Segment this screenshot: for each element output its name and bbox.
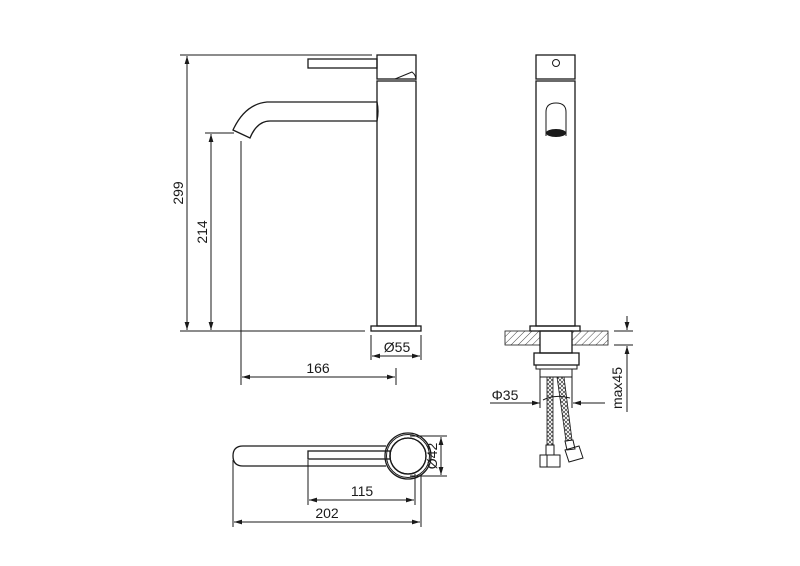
- countertop: [504, 330, 541, 346]
- top-view: Ø42 115 202: [232, 432, 447, 527]
- faucet-cap: [376, 54, 417, 80]
- faucet-base: [370, 325, 422, 332]
- supply-hose-right: [556, 376, 573, 442]
- dim-handle-length: 115: [351, 483, 374, 499]
- spout-top: [232, 445, 386, 467]
- shank: [539, 330, 573, 354]
- side-view: Φ35 max45: [490, 54, 633, 468]
- dim-total-length: 202: [315, 505, 339, 521]
- dim-base-diameter: Ø55: [384, 339, 411, 355]
- cap-screw: [552, 59, 560, 67]
- dim-body-diameter: Ø42: [424, 443, 440, 470]
- front-view: 299 214 166 Ø55: [170, 54, 422, 385]
- dim-spout-height: 214: [194, 220, 210, 244]
- mounting-nut: [533, 352, 580, 366]
- faucet-lever: [307, 58, 378, 69]
- supply-hose-left: [546, 376, 554, 446]
- dim-total-height: 299: [170, 181, 186, 205]
- faucet-spout: [232, 101, 379, 139]
- aerator-slot: [545, 102, 567, 136]
- dim-spout-reach: 166: [306, 360, 330, 376]
- dim-shank-diameter: Φ35: [492, 387, 519, 403]
- faucet-body: [376, 80, 417, 327]
- dim-max-counter: max45: [609, 367, 625, 409]
